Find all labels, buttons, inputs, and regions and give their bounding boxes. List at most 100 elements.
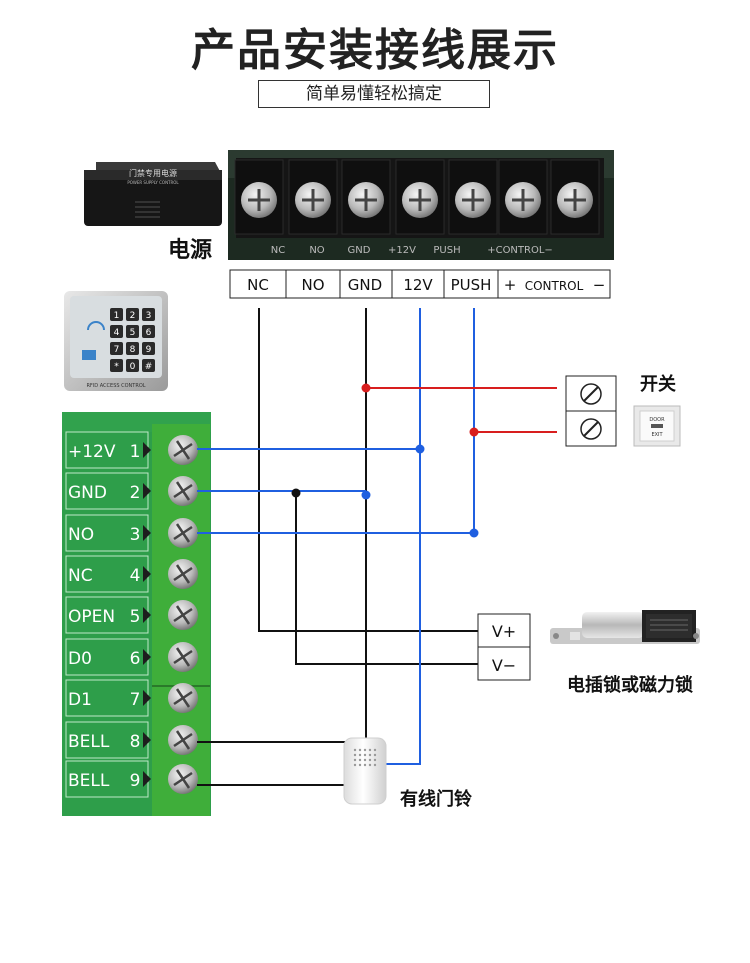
exit-button-text-top: DOOR: [649, 417, 665, 423]
psu-screw: [341, 159, 391, 235]
bell-hole: [363, 758, 367, 762]
svg-text:#: #: [145, 362, 153, 372]
keypad-key: 6: [142, 325, 155, 338]
controller-terminal-number: 8: [130, 732, 141, 752]
keypad-key: 3: [142, 308, 155, 321]
controller-terminal: D1 7: [65, 679, 198, 717]
strip-label: CONTROL: [525, 279, 584, 293]
power-supply-box: 门禁专用电源 POWER SUPPLY CONTROL: [84, 162, 222, 226]
svg-text:6: 6: [146, 328, 152, 338]
keypad-key: 1: [110, 308, 123, 321]
svg-text:5: 5: [130, 328, 136, 338]
controller-terminal-label: OPEN: [68, 607, 115, 627]
controller-terminal-number: 6: [130, 649, 141, 669]
psu-screw: [498, 159, 548, 235]
exit-button-device: DOOR EXIT: [633, 405, 681, 447]
svg-text:*: *: [114, 362, 119, 372]
bell-hole: [353, 763, 357, 767]
psu-board-label: PUSH: [433, 245, 460, 256]
page-subtitle: 简单易懂轻松搞定: [258, 80, 490, 108]
psu-board-label: +CONTROL−: [487, 245, 553, 256]
keypad-key: *: [110, 359, 123, 372]
keypad-key: #: [142, 359, 155, 372]
switch-label: 开关: [640, 373, 676, 395]
psu-board-label: +12V: [388, 245, 416, 256]
controller-terminal: OPEN 5: [65, 596, 198, 634]
lock-label: 电插锁或磁力锁: [567, 674, 693, 696]
psu-screw: [550, 159, 600, 235]
controller-terminal-label: +12V: [68, 442, 116, 462]
bell-hole: [363, 753, 367, 757]
wire-junction: [361, 383, 371, 393]
bell-hole: [358, 758, 362, 762]
psu-screw: [448, 159, 498, 235]
keypad-key: 2: [126, 308, 139, 321]
wire-junction: [469, 427, 479, 437]
wire-nc-to-vplus: [258, 308, 478, 632]
bell-hole: [358, 748, 362, 752]
page-title: 产品安装接线展示: [191, 25, 559, 76]
controller-terminal-number: 7: [130, 690, 141, 710]
bell-hole: [358, 763, 362, 767]
controller-terminal: D0 6: [65, 638, 198, 676]
strip-label: NC: [247, 276, 269, 294]
svg-text:2: 2: [130, 311, 136, 321]
power-device-text: 门禁专用电源: [129, 168, 177, 178]
strip-label: 12V: [403, 276, 433, 294]
psu-board-label: NC: [271, 245, 285, 256]
controller-terminal-label: BELL: [68, 771, 110, 791]
svg-text:9: 9: [146, 345, 152, 355]
bell-hole: [363, 763, 367, 767]
svg-text:0: 0: [130, 362, 136, 372]
controller-terminal-label: D1: [68, 690, 92, 710]
power-supply-label: 电源: [168, 238, 212, 263]
exit-button-text-bottom: EXIT: [651, 432, 663, 438]
power-device-subtext: POWER SUPPLY CONTROL: [127, 180, 179, 185]
bell-hole: [363, 748, 367, 752]
keypad-key: 9: [142, 342, 155, 355]
svg-text:3: 3: [146, 311, 152, 321]
svg-text:7: 7: [114, 345, 120, 355]
wire-junction: [361, 490, 371, 500]
psu-screw: [288, 159, 338, 235]
wires: [197, 308, 557, 786]
keypad-key: 5: [126, 325, 139, 338]
psu-screw: [234, 159, 284, 235]
strip-label: PUSH: [451, 276, 492, 294]
svg-text:1: 1: [114, 311, 120, 321]
controller-terminal-label: NO: [68, 525, 94, 545]
psu-screw: [395, 159, 445, 235]
controller-terminal-label: D0: [68, 649, 92, 669]
controller-terminal-number: 9: [130, 771, 141, 791]
wire-junction: [469, 528, 479, 538]
controller-terminal-label: GND: [68, 483, 107, 503]
controller-terminal-label: NC: [68, 566, 93, 586]
strip-label: +: [504, 276, 517, 294]
bell-hole: [358, 753, 362, 757]
switch-terminals: [565, 375, 617, 447]
controller-terminal-number: 2: [130, 483, 141, 503]
bell-hole: [373, 763, 377, 767]
controller-terminal-number: 4: [130, 566, 141, 586]
bell-hole: [373, 758, 377, 762]
lock-terminal-vminus: V−: [492, 656, 516, 675]
bell-hole: [368, 758, 372, 762]
bell-hole: [373, 753, 377, 757]
controller-terminal-number: 5: [130, 607, 141, 627]
lock-terminal-vplus: V+: [492, 622, 516, 641]
keypad-key: 7: [110, 342, 123, 355]
bell-hole: [368, 753, 372, 757]
wire-gnd-to-vminus: [197, 490, 478, 665]
svg-text:4: 4: [114, 328, 120, 338]
bell-hole: [353, 758, 357, 762]
wire-junction: [415, 444, 425, 454]
controller-terminal: NC 4: [65, 555, 198, 593]
bell-hole: [373, 748, 377, 752]
